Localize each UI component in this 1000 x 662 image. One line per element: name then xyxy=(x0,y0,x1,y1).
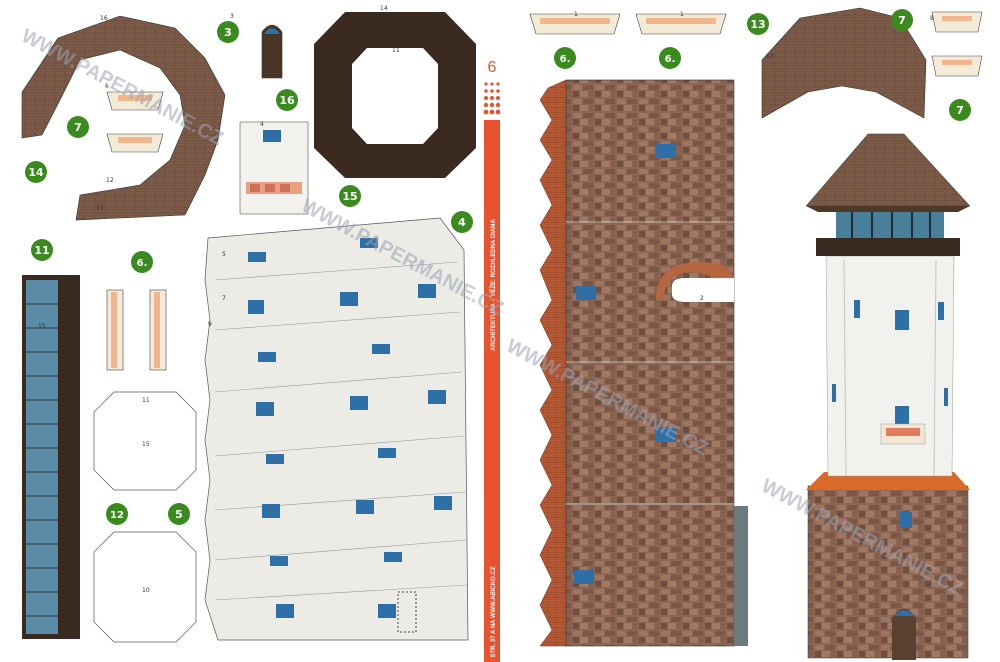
svg-text:8: 8 xyxy=(930,15,934,22)
svg-text:5: 5 xyxy=(175,508,183,521)
part-6-sill-top-b xyxy=(635,13,727,35)
part-6-label-b: 6. xyxy=(659,47,681,69)
svg-text:10: 10 xyxy=(142,587,150,594)
part-4-tower-wall xyxy=(204,217,469,641)
part-7-label-left: 7 xyxy=(67,116,89,138)
part-3-label: 3 xyxy=(217,21,239,43)
svg-text:7: 7 xyxy=(956,104,964,117)
part-6-label-left: 6. xyxy=(131,251,153,273)
part-7-piece-a xyxy=(106,91,164,111)
part-12-octagon-floor xyxy=(93,391,197,491)
part-4-windows xyxy=(248,238,452,633)
svg-text:6: 6 xyxy=(105,83,109,90)
part-15-label: 15 xyxy=(339,185,361,207)
stone-wall-sheet xyxy=(539,79,748,647)
part-12-label: 12 xyxy=(106,503,128,525)
svg-text:1: 1 xyxy=(574,11,578,18)
svg-text:14: 14 xyxy=(380,5,388,12)
part-6-sill-top-a xyxy=(529,13,621,35)
svg-text:15: 15 xyxy=(142,441,150,448)
svg-text:15: 15 xyxy=(38,323,46,330)
part-11-gallery-strip xyxy=(22,275,80,639)
svg-text:11: 11 xyxy=(142,397,150,404)
svg-text:4: 4 xyxy=(458,216,466,229)
svg-text:7: 7 xyxy=(74,121,82,134)
part-7-piece-c xyxy=(931,11,983,33)
svg-text:4: 4 xyxy=(260,121,264,128)
part-16-label: 16 xyxy=(276,89,298,111)
svg-text:12: 12 xyxy=(110,510,124,521)
svg-text:16: 16 xyxy=(279,94,295,107)
svg-text:11: 11 xyxy=(392,47,400,54)
svg-text:3: 3 xyxy=(224,26,232,39)
part-6-label-a: 6. xyxy=(554,47,576,69)
svg-text:7: 7 xyxy=(898,14,906,27)
part-6-sill-vertical-b xyxy=(149,289,167,371)
part-6-sill-vertical-a xyxy=(106,289,124,371)
part-5-octagon-base xyxy=(93,531,197,643)
part-13-label: 13 xyxy=(747,13,769,35)
part-11-label: 11 xyxy=(31,239,53,261)
assembled-tower-model xyxy=(805,133,971,660)
part-15-octagon-frame xyxy=(314,12,476,178)
svg-text:1: 1 xyxy=(680,11,684,18)
part-4-label: 4 xyxy=(451,211,473,233)
spine-footer: STR. 37 A NA WWW.ABICKO.CZ xyxy=(491,566,497,657)
part-7-piece-d xyxy=(931,55,983,77)
svg-text:6.: 6. xyxy=(137,258,148,269)
svg-text:3: 3 xyxy=(230,13,234,20)
svg-text:12: 12 xyxy=(106,177,114,184)
part-5-label: 5 xyxy=(168,503,190,525)
svg-text:7: 7 xyxy=(222,295,226,302)
svg-text:6.: 6. xyxy=(665,54,676,65)
spine-column: 6 ARCHITEKTURA – VĚŽE: ROZHLEDNA DIANA S… xyxy=(483,59,501,662)
spine-dot-grid xyxy=(483,82,501,115)
svg-text:6.: 6. xyxy=(560,54,571,65)
part-3-arched-door xyxy=(261,24,283,79)
part-7-label-d: 7 xyxy=(949,99,971,121)
svg-text:15: 15 xyxy=(96,205,104,212)
svg-text:13: 13 xyxy=(750,18,765,31)
spine-title: ARCHITEKTURA – VĚŽE: ROZHLEDNA DIANA xyxy=(489,219,497,351)
part-7-piece-b xyxy=(106,133,164,153)
dimension-labels: 16 14 11 11 15 10 15 15 1 1 2 3 4 5 6 7 … xyxy=(38,5,934,594)
part-13-roof-fan xyxy=(761,7,927,119)
part-14-roof-strip xyxy=(21,15,226,221)
part-16-window-band xyxy=(239,121,309,215)
svg-text:15: 15 xyxy=(342,190,357,203)
page-number: 6 xyxy=(488,59,497,76)
svg-text:13: 13 xyxy=(766,53,774,60)
svg-text:16: 16 xyxy=(100,15,108,22)
svg-text:14: 14 xyxy=(28,166,44,179)
svg-text:5: 5 xyxy=(222,251,226,258)
svg-text:2: 2 xyxy=(700,295,704,302)
svg-text:11: 11 xyxy=(34,244,49,257)
part-14-label: 14 xyxy=(25,161,47,183)
part-7-label-c: 7 xyxy=(891,9,913,31)
svg-text:9: 9 xyxy=(208,321,212,328)
